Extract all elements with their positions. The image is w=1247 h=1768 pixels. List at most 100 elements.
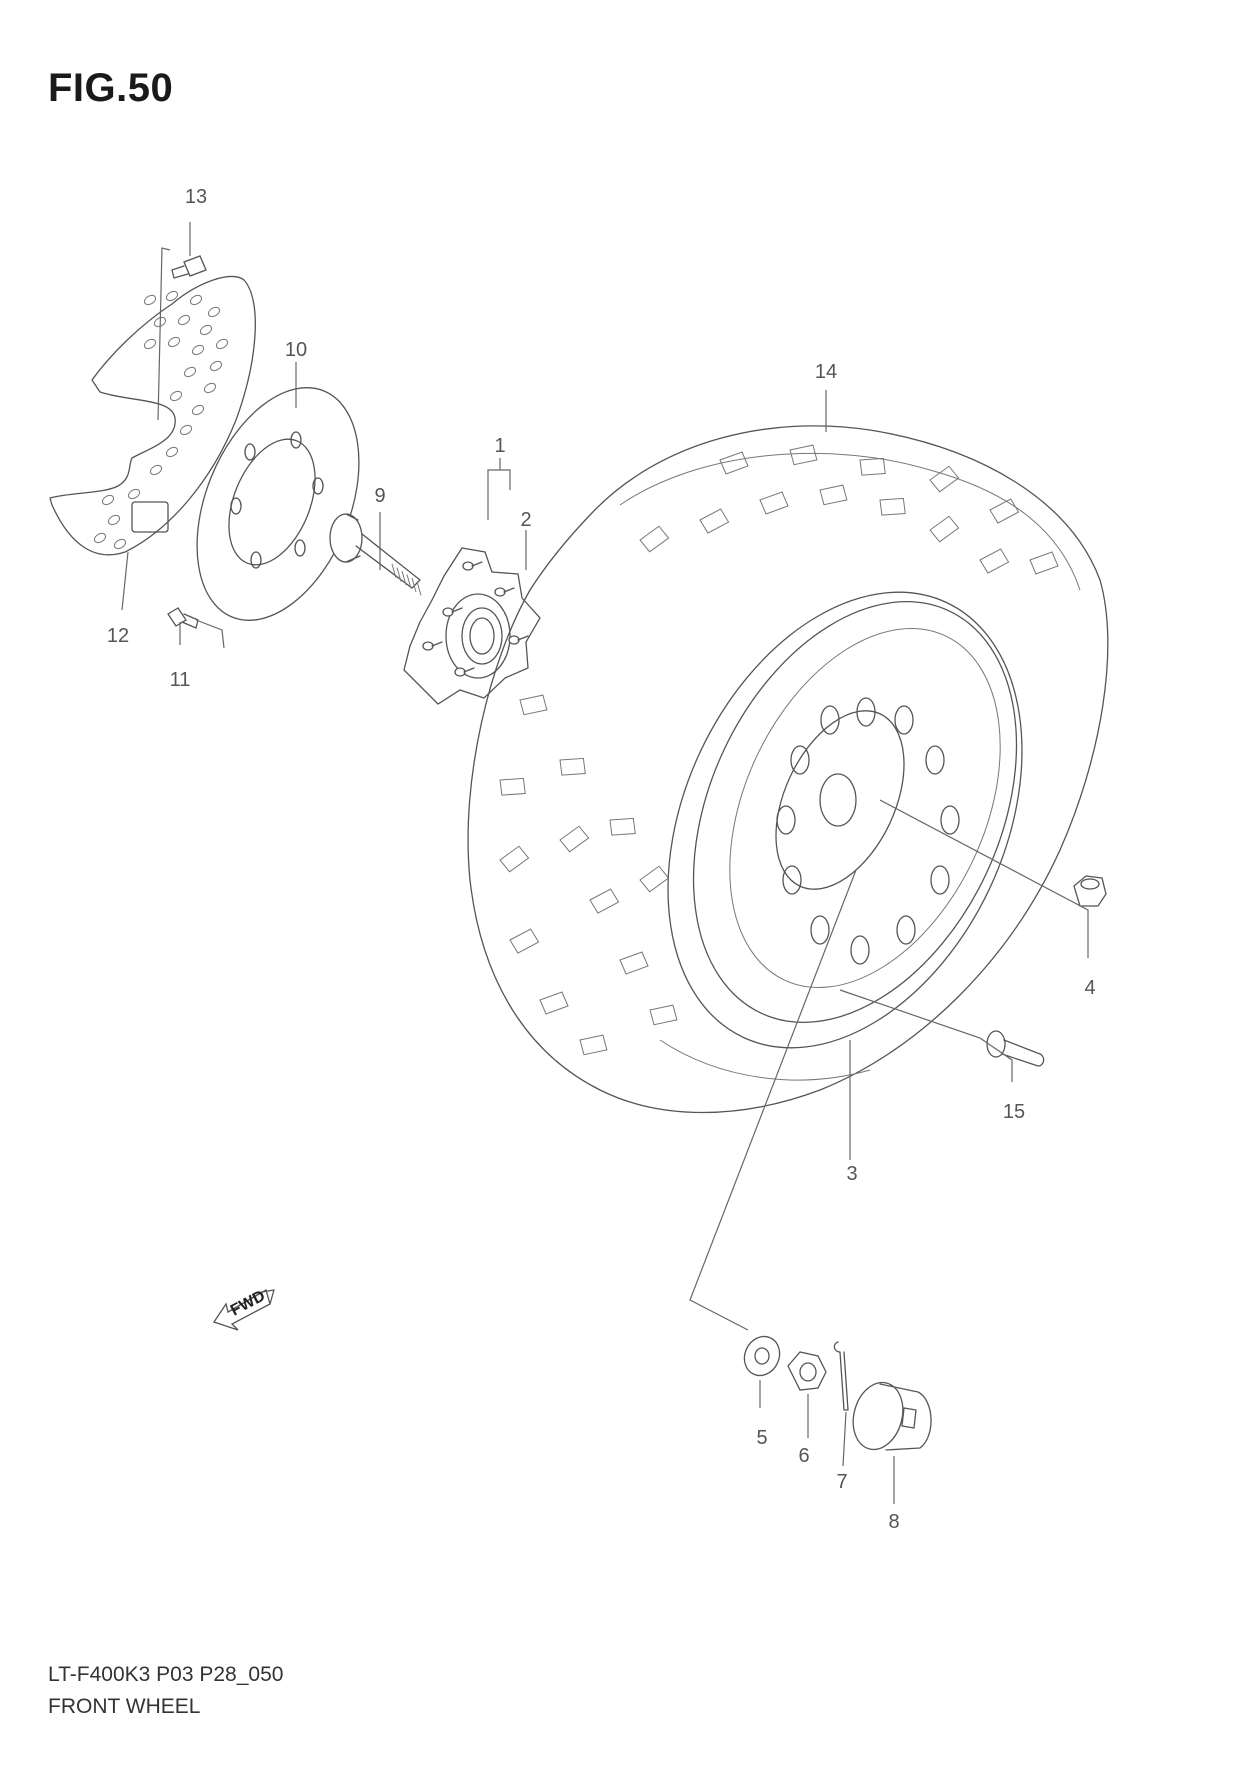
tire-lug [589,888,620,914]
disc-slot [244,443,256,461]
wheel-hub-part [403,547,541,705]
tire-lug [699,508,730,534]
front-axle-part [329,513,422,596]
cover-hole [127,488,141,500]
callout-5: 5 [756,1427,767,1449]
tire-valve-part [986,1030,1045,1067]
tire-lug [559,757,586,776]
disc-slot [250,551,262,569]
hub-stud-shank [471,561,483,567]
callout-11: 11 [170,669,191,691]
callout-3: 3 [846,1163,857,1185]
tire-lug [759,491,789,515]
tire-lug [1029,551,1059,575]
axle-spline [396,567,402,582]
axle-spline [401,570,407,586]
tire-lug [979,548,1010,574]
tire-lug [929,465,960,493]
cover-hole [153,316,167,328]
callout-4: 4 [1084,977,1095,999]
tire-lug [509,928,540,954]
figure-title: FIG.50 [48,66,174,110]
disc-slot [312,477,324,495]
callout-15: 15 [1003,1101,1025,1123]
rim-hole [856,697,876,727]
tire-lug [719,451,749,475]
cover-hole [169,390,183,402]
cover-hole [215,338,229,350]
tire-lug [499,845,530,873]
cover-hole [107,514,121,526]
rim-hole [810,915,830,945]
cover-hole [165,446,179,458]
tire-lug [989,498,1020,524]
washer-part [743,1335,781,1377]
hub-stud-shank [431,641,443,647]
cover-hole [113,538,127,550]
atv-tire-part [467,425,1109,1114]
rim-hole [896,915,916,945]
tire-lug [499,777,526,796]
disc-slot [290,431,302,449]
axle-spline [406,574,412,589]
callout-7: 7 [836,1471,847,1493]
cover-hole [165,290,179,302]
cover-hole [93,532,107,544]
model-code: LT-F400K3 P03 P28_050 [48,1663,284,1686]
tire-lug [819,484,848,506]
section-name: FRONT WHEEL [48,1695,201,1718]
tire-lug [649,1004,678,1026]
cover-hole [209,360,223,372]
cover-hole [183,366,197,378]
callout-labels: 13 10 12 11 9 1 2 14 4 15 3 5 6 7 8 [107,186,1096,1533]
hub-stud-shank [463,667,475,673]
hub-stud-shank [503,587,515,593]
tire-lug [879,497,906,516]
tire-lug [859,457,886,476]
callout-10: 10 [285,339,307,361]
cover-hole [189,294,203,306]
hub-cap-part [852,1381,932,1451]
tire-lug [619,951,649,975]
disc-cover-part [49,275,256,556]
bolt-11-part [167,607,199,629]
callout-12: 12 [107,625,129,647]
forward-direction-marker: FWD [212,1287,275,1331]
callout-9: 9 [374,485,385,507]
rim-hole [925,745,945,775]
tire-lug [789,444,818,466]
rim-hole [776,805,796,835]
rim-hole [930,865,950,895]
axle-spline [411,577,417,593]
rim-hole [940,805,960,835]
callout-6: 6 [798,1445,809,1467]
wheel-rim-part [667,591,1023,1049]
disc-slot [230,497,242,515]
rim-hole [850,935,870,965]
cover-hole [167,336,181,348]
tire-lug [559,825,590,853]
tire-lug [639,525,670,553]
wheel-nut-part [1073,875,1107,907]
castle-nut-part [787,1351,827,1391]
cover-hole [149,464,163,476]
cover-hole [203,382,217,394]
cover-hole [101,494,115,506]
rim-hole [820,705,840,735]
cover-hole [191,404,205,416]
hub-stud-shank [451,607,463,613]
axle-spline [416,581,422,596]
tire-lug [609,817,636,836]
axle-spline [391,563,397,579]
hub-stud-shank [517,635,529,641]
callout-14: 14 [815,361,837,383]
cover-hole [143,294,157,306]
tire-lug [539,991,569,1015]
cover-hole [179,424,193,436]
cover-hole [191,344,205,356]
callout-13: 13 [185,186,207,208]
cover-hole [177,314,191,326]
bolt-13-part [171,255,207,279]
